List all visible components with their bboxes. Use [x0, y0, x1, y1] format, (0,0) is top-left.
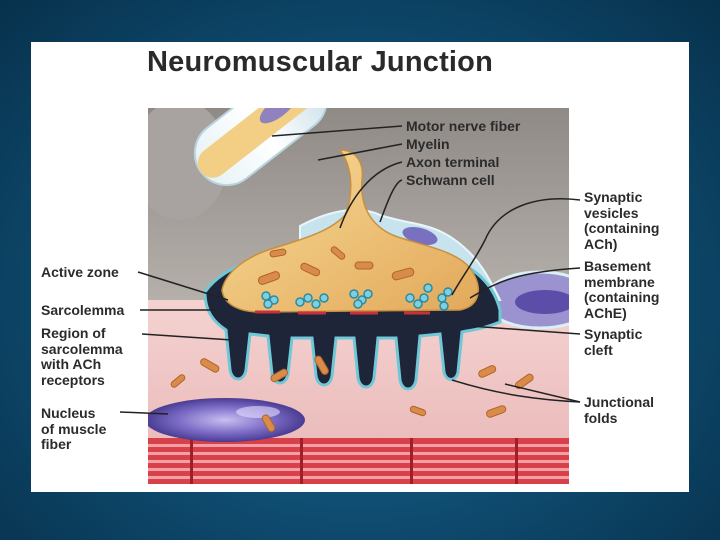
label-synaptic-vesicles: Synaptic vesicles (containing ACh) [584, 190, 659, 252]
label-axon-terminal: Axon terminal [406, 155, 499, 171]
muscle-nucleus [145, 398, 305, 442]
label-basement-membrane: Basement membrane (containing AChE) [584, 259, 659, 321]
label-synaptic-cleft: Synaptic cleft [584, 327, 642, 358]
page-title: Neuromuscular Junction [147, 46, 493, 79]
label-myelin: Myelin [406, 137, 450, 153]
label-junctional-folds: Junctional folds [584, 395, 654, 426]
myofibril-striations [148, 438, 569, 484]
label-schwann-cell: Schwann cell [406, 173, 495, 189]
label-region-ach-receptors: Region of sarcolemma with ACh receptors [41, 326, 123, 388]
label-active-zone: Active zone [41, 265, 119, 281]
label-nucleus-muscle-fiber: Nucleus of muscle fiber [41, 406, 106, 453]
label-motor-nerve-fiber: Motor nerve fiber [406, 119, 520, 135]
label-sarcolemma: Sarcolemma [41, 303, 124, 319]
